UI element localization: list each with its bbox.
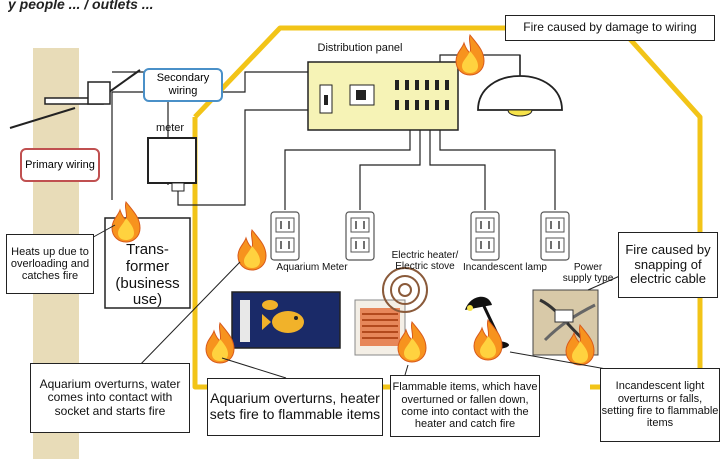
transformer-label: Trans-former (business use) [115,241,180,309]
power-supply-label: Power supply type [562,262,614,285]
electric-heater-label: Electric heater/ Electric stove [391,250,459,273]
heats-up-callout: Heats up due to overloading and catches … [6,234,94,294]
aquarium-meter-label: Aquarium Meter [276,262,348,273]
power-supply-photo [532,289,599,356]
incandescent-lamp-label: Incandescent lamp [463,262,547,273]
aquarium-water-callout: Aquarium overturns, water comes into con… [30,363,190,433]
flammable-items-callout: Flammable items, which have overturned o… [390,375,540,437]
partial-title: y people ... / outlets ... [8,0,154,12]
meter-label: meter [155,122,185,134]
fire-wiring-callout: Fire caused by damage to wiring [505,15,715,41]
meter [147,137,197,192]
incandescent-light-callout: Incandescent light overturns or falls, s… [600,368,720,442]
electric-heater [354,267,428,356]
aquarium [231,291,341,349]
ceiling-lamp [477,55,563,117]
primary-wiring-label: Primary wiring [20,148,100,182]
secondary-wiring-label: Secondary wiring [143,68,223,102]
aquarium-heater-callout: Aquarium overturns, heater sets fire to … [207,378,383,436]
callout-pointers [87,224,641,379]
distribution-panel-label: Distribution panel [317,42,403,54]
fire-snapping-callout: Fire caused by snapping of electric cabl… [618,232,718,298]
distribution-panel [307,61,459,131]
